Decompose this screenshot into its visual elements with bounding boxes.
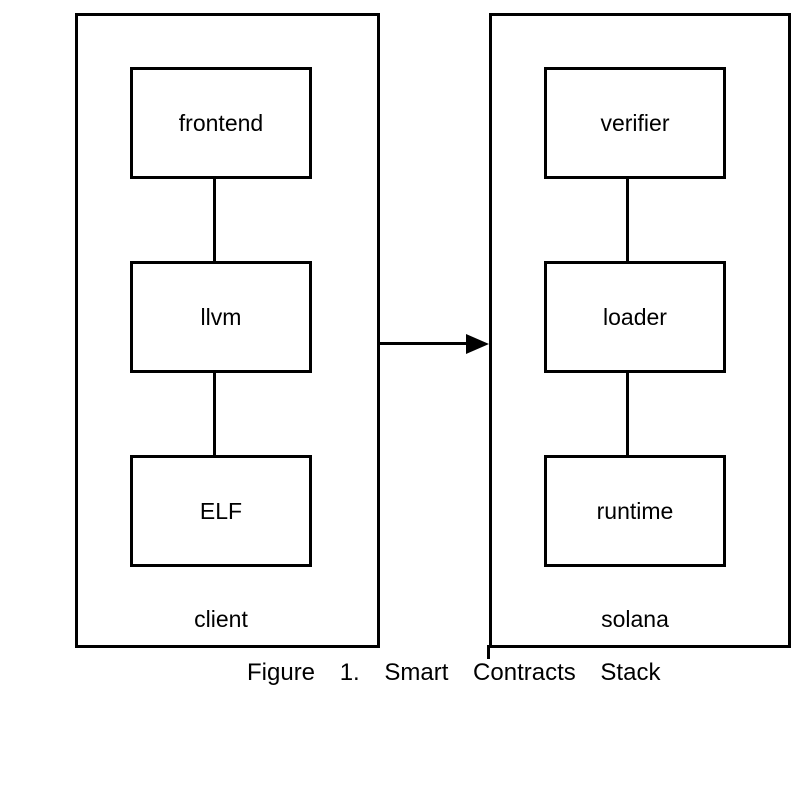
figure-caption: Figure 1. Smart Contracts Stack (247, 659, 661, 686)
node-frontend: frontend (130, 67, 312, 179)
node-runtime: runtime (544, 455, 726, 567)
node-runtime-label: runtime (596, 497, 674, 524)
connector-verifier-loader (626, 178, 629, 262)
connector-frontend-llvm (213, 178, 216, 262)
node-llvm-label: llvm (200, 303, 242, 330)
node-verifier-label: verifier (600, 109, 670, 136)
container-border-tick (487, 645, 490, 659)
arrow-client-to-solana (380, 342, 470, 345)
container-label-solana: solana (601, 606, 669, 632)
node-loader: loader (544, 261, 726, 373)
node-loader-label: loader (603, 303, 667, 330)
node-frontend-label: frontend (178, 109, 264, 136)
node-verifier: verifier (544, 67, 726, 179)
connector-llvm-elf (213, 372, 216, 456)
node-elf: ELF (130, 455, 312, 567)
arrowhead-right-icon (466, 334, 489, 354)
node-llvm: llvm (130, 261, 312, 373)
connector-loader-runtime (626, 372, 629, 456)
node-elf-label: ELF (199, 497, 243, 524)
container-label-client: client (194, 606, 248, 632)
